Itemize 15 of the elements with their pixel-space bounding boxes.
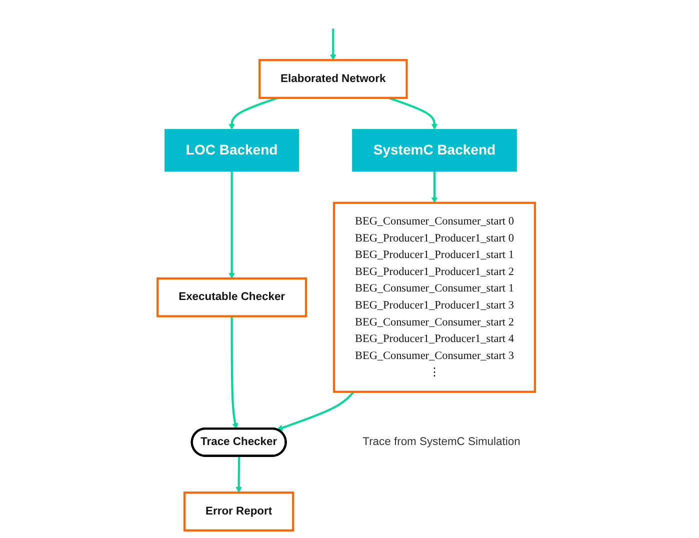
arrow xyxy=(236,456,242,493)
arrow xyxy=(228,171,235,279)
node-label: Trace from SystemC Simulation xyxy=(362,436,520,448)
arrow xyxy=(388,96,438,130)
node-box: SystemC Backend xyxy=(352,129,517,172)
arrow xyxy=(276,391,354,431)
node-box: LOC Backend xyxy=(164,129,300,172)
arrow xyxy=(230,316,238,430)
node-box: Error Report xyxy=(184,492,294,532)
arrow xyxy=(228,96,278,130)
node-box: Elaborated Network xyxy=(258,59,408,99)
arrow xyxy=(330,28,336,60)
arrow xyxy=(431,171,438,204)
node-box: Executable Checker xyxy=(156,277,308,318)
node-box: BEG_Consumer_Consumer_start 0 BEG_Producer1_Producer1_start 0 BEG_Producer1_Producer1_start 1 BEG_Producer1_Producer1_start 2 BEG_Consumer_Consumer_start 1 BEG_Producer1_Producer1_start 3 BEG_Consumer_Consumer_start 2 BEG_Producer1_Producer1_start 4 BEG_Consumer_Consumer_start 3 ⋮ xyxy=(333,202,536,393)
